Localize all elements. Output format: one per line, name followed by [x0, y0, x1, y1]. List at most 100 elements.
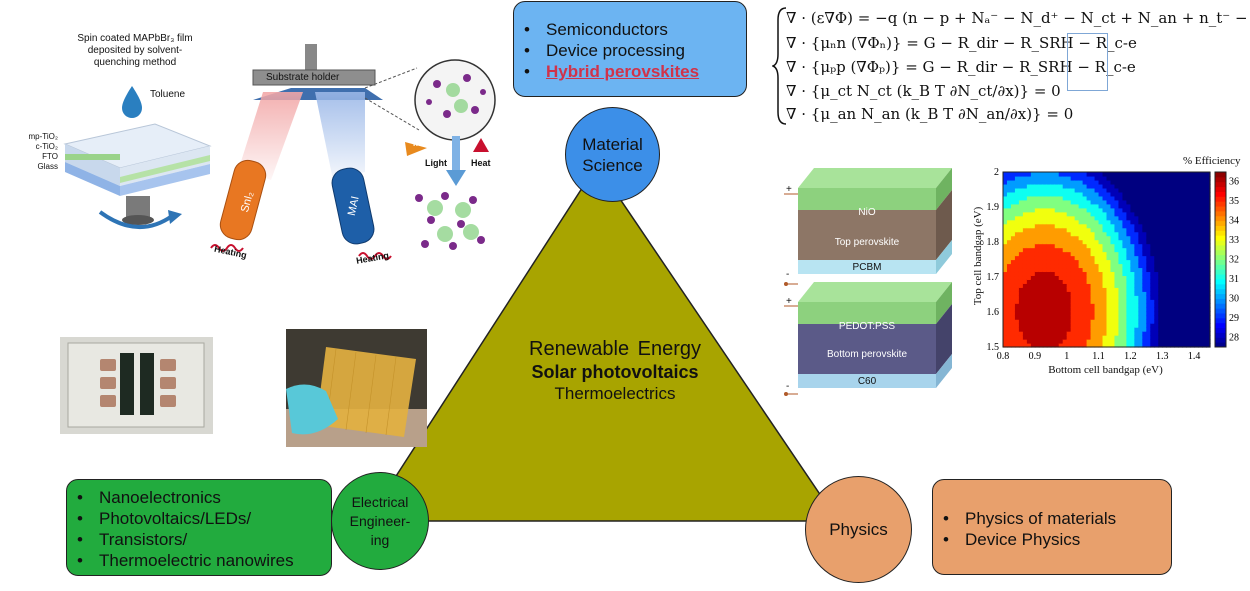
heatmap-cell: [1022, 267, 1028, 273]
heatmap-cell: [1154, 191, 1159, 197]
heatmap-cell: [1042, 191, 1048, 197]
heatmap-cell: [1194, 179, 1199, 185]
heatmap-cell: [1154, 211, 1159, 217]
heatmap-cell: [1082, 255, 1088, 261]
heatmap-cell: [1098, 239, 1104, 245]
heatmap-cell: [1126, 323, 1131, 328]
heatmap-cell: [1078, 295, 1084, 300]
x-tick-label: 0.9: [1029, 351, 1042, 362]
heatmap-cell: [1058, 231, 1064, 237]
heatmap-cell: [1038, 215, 1044, 221]
heatmap-cell: [1062, 271, 1068, 277]
heatmap-cell: [1090, 223, 1096, 229]
heatmap-cell: [1170, 183, 1175, 189]
heatmap-cell: [1134, 211, 1139, 217]
heatmap-cell: [1186, 263, 1191, 269]
heatmap-cell: [1034, 255, 1040, 261]
heatmap-cell: [1158, 331, 1163, 336]
heatmap-cell: [1003, 311, 1008, 316]
heatmap-cell: [1106, 191, 1112, 197]
heatmap-cell: [1106, 207, 1112, 213]
heatmap-cell: [1094, 315, 1100, 320]
heatmap-cell: [1014, 267, 1020, 273]
heatmap-cell: [1030, 335, 1036, 340]
heatmap-cell: [1174, 191, 1179, 197]
heatmap-cell: [1030, 291, 1036, 296]
heatmap-cell: [1122, 215, 1127, 221]
heatmap-cell: [1134, 207, 1139, 213]
heatmap-cell: [1010, 227, 1016, 233]
heatmap-cell: [1178, 219, 1183, 225]
heatmap-cell: [1190, 199, 1195, 205]
heatmap-cell: [1146, 303, 1151, 308]
heatmap-cell: [1186, 223, 1191, 229]
heatmap-cell: [1042, 263, 1048, 269]
heatmap-cell: [1022, 183, 1028, 189]
heatmap-cell: [1046, 267, 1052, 273]
colorbar-segment: [1215, 317, 1226, 324]
heatmap-cell: [1166, 179, 1171, 185]
heatmap-cell: [1166, 207, 1171, 213]
heatmap-cell: [1158, 195, 1163, 201]
heatmap-cell: [1166, 211, 1171, 217]
heatmap-cell: [1022, 187, 1028, 193]
heatmap-cell: [1202, 291, 1207, 296]
heatmap-cell: [1186, 267, 1191, 273]
heatmap-cell: [1018, 275, 1024, 280]
heatmap-cell: [1066, 287, 1072, 292]
heatmap-cell: [1022, 215, 1028, 221]
heatmap-cell: [1046, 323, 1052, 328]
heatmap-cell: [1042, 179, 1048, 185]
heatmap-cell: [1106, 331, 1112, 336]
heatmap-cell: [1054, 307, 1060, 312]
heatmap-cell: [1086, 331, 1092, 336]
heatmap-cell: [1046, 195, 1052, 201]
heatmap-cell: [1102, 251, 1108, 257]
heatmap-cell: [1078, 227, 1084, 233]
heatmap-cell: [1070, 223, 1076, 229]
heatmap-cell: [1046, 307, 1052, 312]
heatmap-cell: [1070, 251, 1076, 257]
heatmap-cell: [1178, 243, 1183, 249]
heatmap-cell: [1038, 219, 1044, 225]
heatmap-cell: [1054, 271, 1060, 277]
heatmap-cell: [1110, 207, 1116, 213]
heatmap-cell: [1102, 179, 1108, 185]
heatmap-cell: [1122, 303, 1127, 308]
colorbar-segment: [1215, 225, 1226, 231]
heatmap-cell: [1058, 335, 1064, 340]
heatmap-cell: [1090, 215, 1096, 221]
heatmap-cell: [1162, 203, 1167, 209]
heatmap-cell: [1118, 323, 1124, 328]
heatmap-cell: [1018, 251, 1024, 257]
heatmap-cell: [1042, 215, 1048, 221]
heatmap-cell: [1126, 231, 1131, 237]
heatmap-cell: [1030, 187, 1036, 193]
heatmap-cell: [1094, 307, 1100, 312]
heatmap-cell: [1126, 172, 1131, 177]
heatmap-cell: [1022, 211, 1028, 217]
heatmap-cell: [1054, 287, 1060, 292]
heatmap-cell: [1090, 283, 1096, 288]
heatmap-cell: [1026, 259, 1032, 265]
heatmap-cell: [1086, 195, 1092, 201]
heatmap-cell: [1042, 335, 1048, 340]
heatmap-cell: [1010, 291, 1016, 296]
heatmap-cell: [1122, 339, 1127, 344]
heatmap-cell: [1050, 263, 1056, 269]
heatmap-cell: [1042, 303, 1048, 308]
heatmap-cell: [1150, 279, 1155, 284]
heatmap-cell: [1178, 235, 1183, 241]
heatmap-cell: [1110, 215, 1116, 221]
heatmap-cell: [1130, 215, 1135, 221]
heatmap-cell: [1166, 199, 1171, 205]
heatmap-cell: [1050, 195, 1056, 201]
heatmap-cell: [1062, 299, 1068, 304]
heatmap-cell: [1138, 279, 1143, 284]
heatmap-cell: [1003, 331, 1008, 336]
heatmap-cell: [1182, 271, 1187, 277]
heatmap-cell: [1078, 343, 1084, 348]
heatmap-cell: [1094, 339, 1100, 344]
heatmap-cell: [1102, 295, 1108, 300]
colorbar-segment: [1215, 220, 1226, 226]
